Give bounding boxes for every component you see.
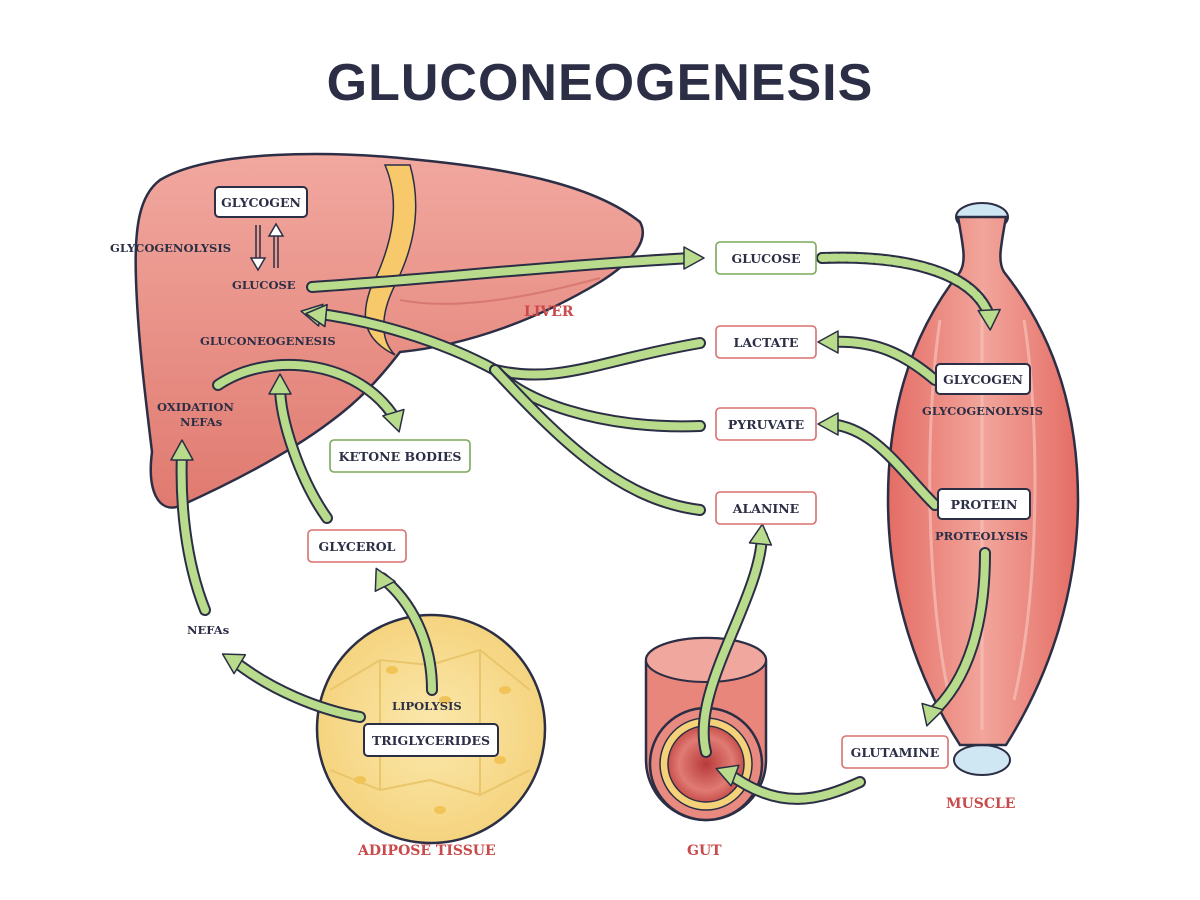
svg-text:GLYCOGEN: GLYCOGEN bbox=[221, 195, 301, 210]
glycerol-box: GLYCEROL bbox=[307, 529, 407, 563]
svg-text:PROTEIN: PROTEIN bbox=[951, 497, 1018, 512]
svg-text:GLYCEROL: GLYCEROL bbox=[319, 539, 396, 554]
svg-text:GLYCOGEN: GLYCOGEN bbox=[943, 372, 1023, 387]
liver-glycogenolysis-label: GLYCOGENOLYSIS bbox=[110, 241, 231, 255]
arrow-glucose-out-head bbox=[683, 246, 705, 270]
svg-text:GLUTAMINE: GLUTAMINE bbox=[851, 745, 940, 760]
lipolysis-label: LIPOLYSIS bbox=[392, 699, 462, 713]
svg-text:LACTATE: LACTATE bbox=[734, 335, 799, 350]
glutamine-box: GLUTAMINE bbox=[841, 735, 949, 769]
liver-label: LIVER bbox=[524, 304, 574, 320]
glycogen-glucose-exchange bbox=[249, 222, 285, 272]
page-title: GLUCONEOGENESIS bbox=[327, 54, 874, 112]
nefas-label: NEFAs bbox=[187, 623, 229, 637]
gut-organ bbox=[644, 636, 768, 822]
pyruvate-box: PYRUVATE bbox=[715, 407, 817, 441]
arrow-triglycerides-to-nefas-head bbox=[221, 653, 247, 675]
muscle-organ bbox=[886, 202, 1080, 776]
glucose-box: GLUCOSE bbox=[715, 241, 817, 275]
arrow-alanine-to-liver-head bbox=[305, 303, 328, 328]
gut-label: GUT bbox=[687, 843, 722, 859]
svg-text:PYRUVATE: PYRUVATE bbox=[728, 417, 804, 432]
arrow-proteolysis-to-glutamine-head bbox=[921, 702, 944, 727]
muscle-label: MUSCLE bbox=[946, 796, 1015, 812]
muscle-glycogenolysis-label: GLYCOGENOLYSIS bbox=[922, 404, 1043, 418]
ketone-bodies-box: KETONE BODIES bbox=[329, 439, 471, 473]
muscle-protein-box: PROTEIN bbox=[937, 488, 1031, 520]
svg-text:KETONE BODIES: KETONE BODIES bbox=[339, 449, 462, 464]
gallbladder bbox=[364, 164, 417, 356]
muscle-glycogen-box: GLYCOGEN bbox=[935, 363, 1031, 395]
arrow-glutamine-to-gut-head bbox=[715, 764, 740, 787]
arrow-oxidation-to-ketone-head bbox=[382, 408, 405, 433]
adipose-tissue-label: ADIPOSE TISSUE bbox=[357, 843, 496, 859]
arrow-glucose-to-muscle-head bbox=[977, 308, 1001, 331]
muscle-proteolysis-label: PROTEOLYSIS bbox=[935, 529, 1028, 543]
arrow-nefas-to-liver-head bbox=[170, 439, 194, 461]
alanine-box: ALANINE bbox=[715, 491, 817, 525]
arrow-gut-to-alanine-head bbox=[748, 523, 773, 546]
svg-text:GLUCOSE: GLUCOSE bbox=[731, 251, 800, 266]
arrow-lipolysis-to-glycerol-head bbox=[374, 567, 396, 592]
liver-glycogen-box: GLYCOGEN bbox=[214, 186, 308, 218]
arrow-pyruvate-from-muscle-head bbox=[817, 412, 839, 436]
arrow-lactate-from-muscle-head bbox=[817, 330, 839, 354]
liver-gluconeogenesis-label: GLUCONEOGENESIS bbox=[200, 334, 336, 348]
svg-text:ALANINE: ALANINE bbox=[732, 501, 799, 516]
lactate-box: LACTATE bbox=[715, 325, 817, 359]
pathway-arrows bbox=[170, 246, 1001, 805]
oxidation-nefas-label: NEFAs bbox=[180, 415, 222, 429]
oxidation-label: OXIDATION bbox=[157, 400, 234, 414]
svg-text:TRIGLYCERIDES: TRIGLYCERIDES bbox=[372, 733, 490, 748]
arrow-glycerol-to-liver-head bbox=[268, 373, 292, 395]
liver-glucose-label: GLUCOSE bbox=[232, 278, 296, 292]
triglycerides-box: TRIGLYCERIDES bbox=[363, 723, 499, 757]
